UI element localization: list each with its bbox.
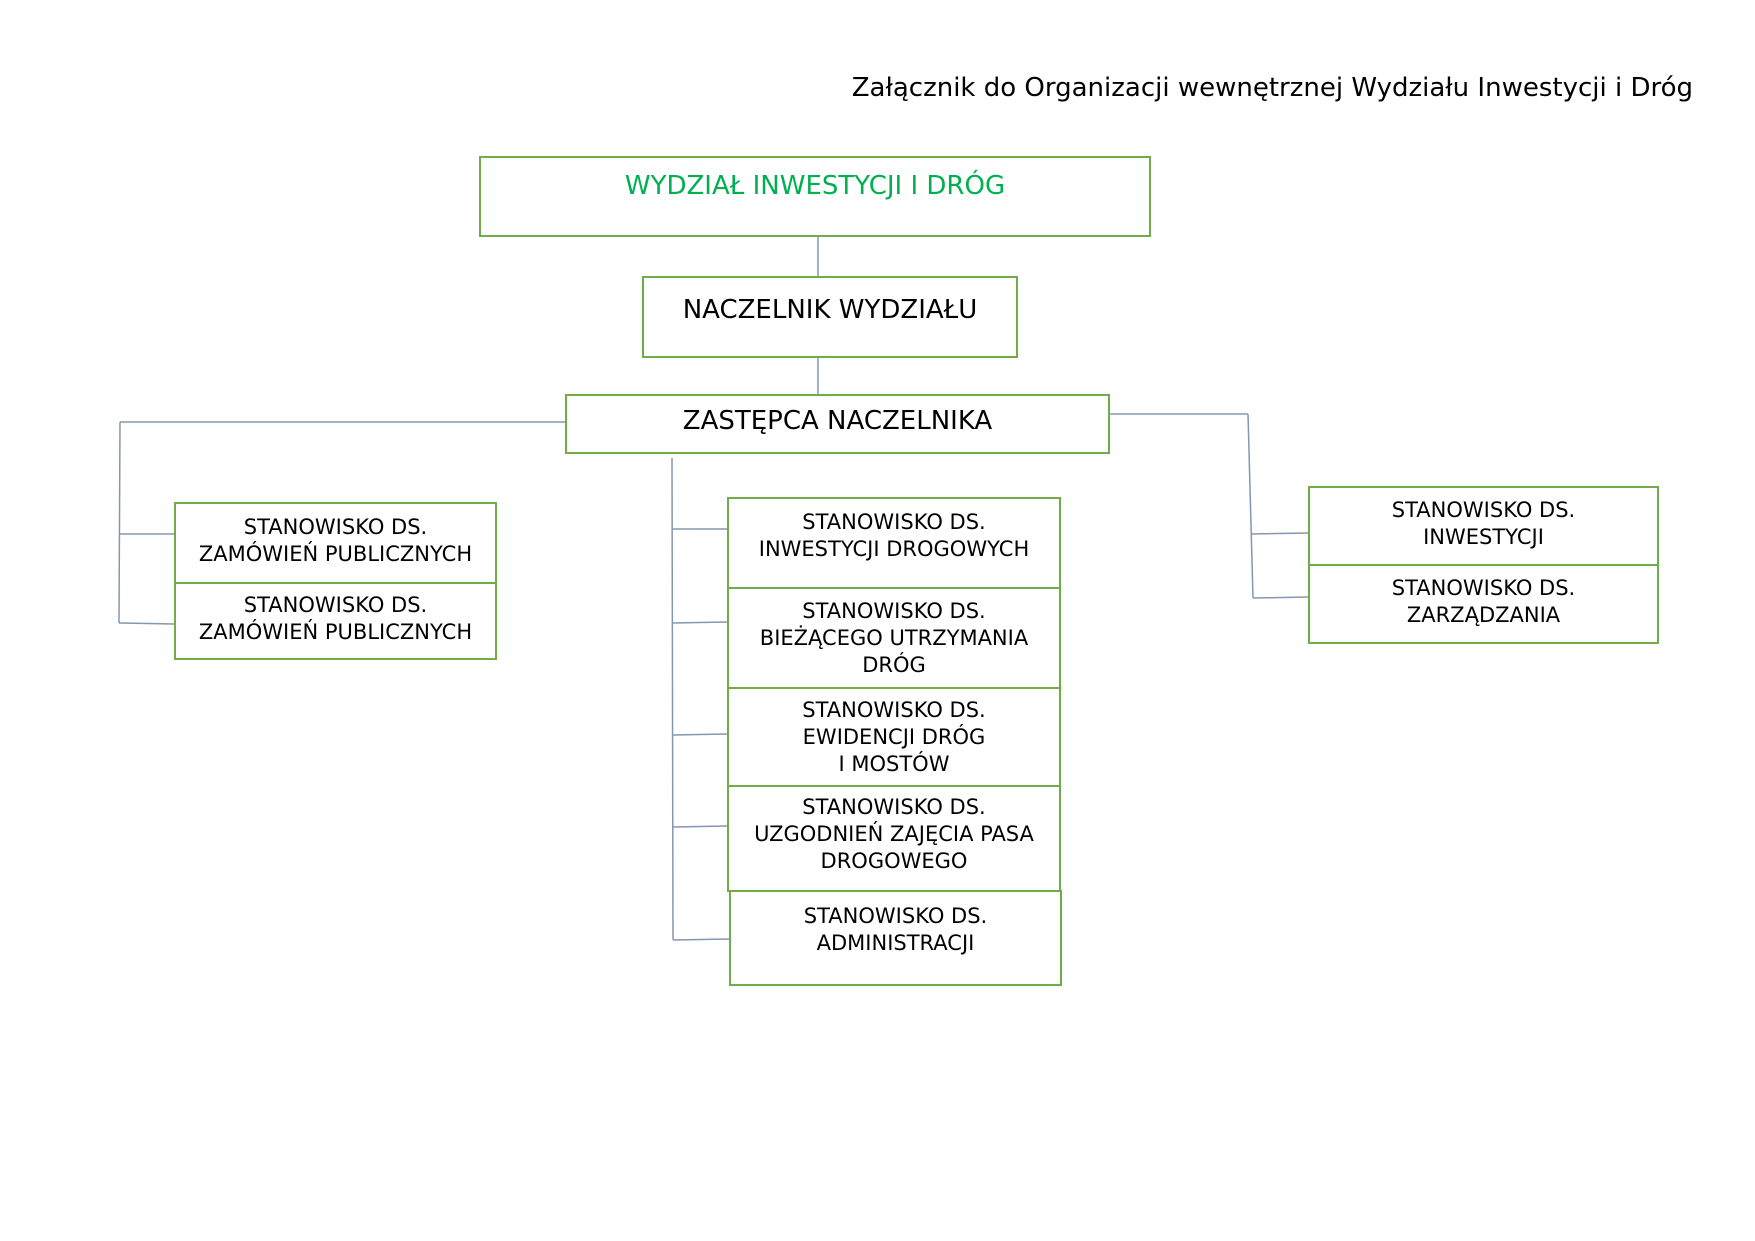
position-box-center-4: STANOWISKO DS. UZGODNIEŃ ZAJĘCIA PASA DR… <box>727 785 1061 892</box>
position-label: STANOWISKO DS. ZAMÓWIEŃ PUBLICZNYCH <box>198 515 473 566</box>
position-label: STANOWISKO DS. EWIDENCJI DRÓG I MOSTÓW <box>802 698 986 776</box>
position-box-center-2: STANOWISKO DS. BIEŻĄCEGO UTRZYMANIA DRÓG <box>727 587 1061 689</box>
position-box-right-1: STANOWISKO DS. INWESTYCJI <box>1308 486 1659 566</box>
department-box: WYDZIAŁ INWESTYCJI I DRÓG <box>479 156 1151 237</box>
page-title: Załącznik do Organizacji wewnętrznej Wyd… <box>851 73 1693 103</box>
position-label: STANOWISKO DS. INWESTYCJI DROGOWYCH <box>758 510 1030 561</box>
position-label: STANOWISKO DS. INWESTYCJI <box>1391 498 1576 549</box>
position-box-center-3: STANOWISKO DS. EWIDENCJI DRÓG I MOSTÓW <box>727 687 1061 787</box>
position-label: STANOWISKO DS. ZAMÓWIEŃ PUBLICZNYCH <box>198 593 473 644</box>
head-box: NACZELNIK WYDZIAŁU <box>642 276 1018 358</box>
position-label: STANOWISKO DS. UZGODNIEŃ ZAJĘCIA PASA DR… <box>754 795 1034 873</box>
deputy-box: ZASTĘPCA NACZELNIKA <box>565 394 1110 454</box>
position-label: STANOWISKO DS. BIEŻĄCEGO UTRZYMANIA DRÓG <box>759 599 1029 677</box>
position-box-center-1: STANOWISKO DS. INWESTYCJI DROGOWYCH <box>727 497 1061 589</box>
position-box-left-2: STANOWISKO DS. ZAMÓWIEŃ PUBLICZNYCH <box>174 582 497 660</box>
head-label: NACZELNIK WYDZIAŁU <box>682 295 978 325</box>
deputy-label: ZASTĘPCA NACZELNIKA <box>682 406 993 436</box>
position-box-center-5: STANOWISKO DS. ADMINISTRACJI <box>729 890 1062 986</box>
position-label: STANOWISKO DS. ADMINISTRACJI <box>803 904 988 955</box>
department-label: WYDZIAŁ INWESTYCJI I DRÓG <box>624 171 1006 201</box>
position-box-right-2: STANOWISKO DS. ZARZĄDZANIA <box>1308 564 1659 644</box>
position-box-left-1: STANOWISKO DS. ZAMÓWIEŃ PUBLICZNYCH <box>174 502 497 584</box>
position-label: STANOWISKO DS. ZARZĄDZANIA <box>1391 576 1576 627</box>
